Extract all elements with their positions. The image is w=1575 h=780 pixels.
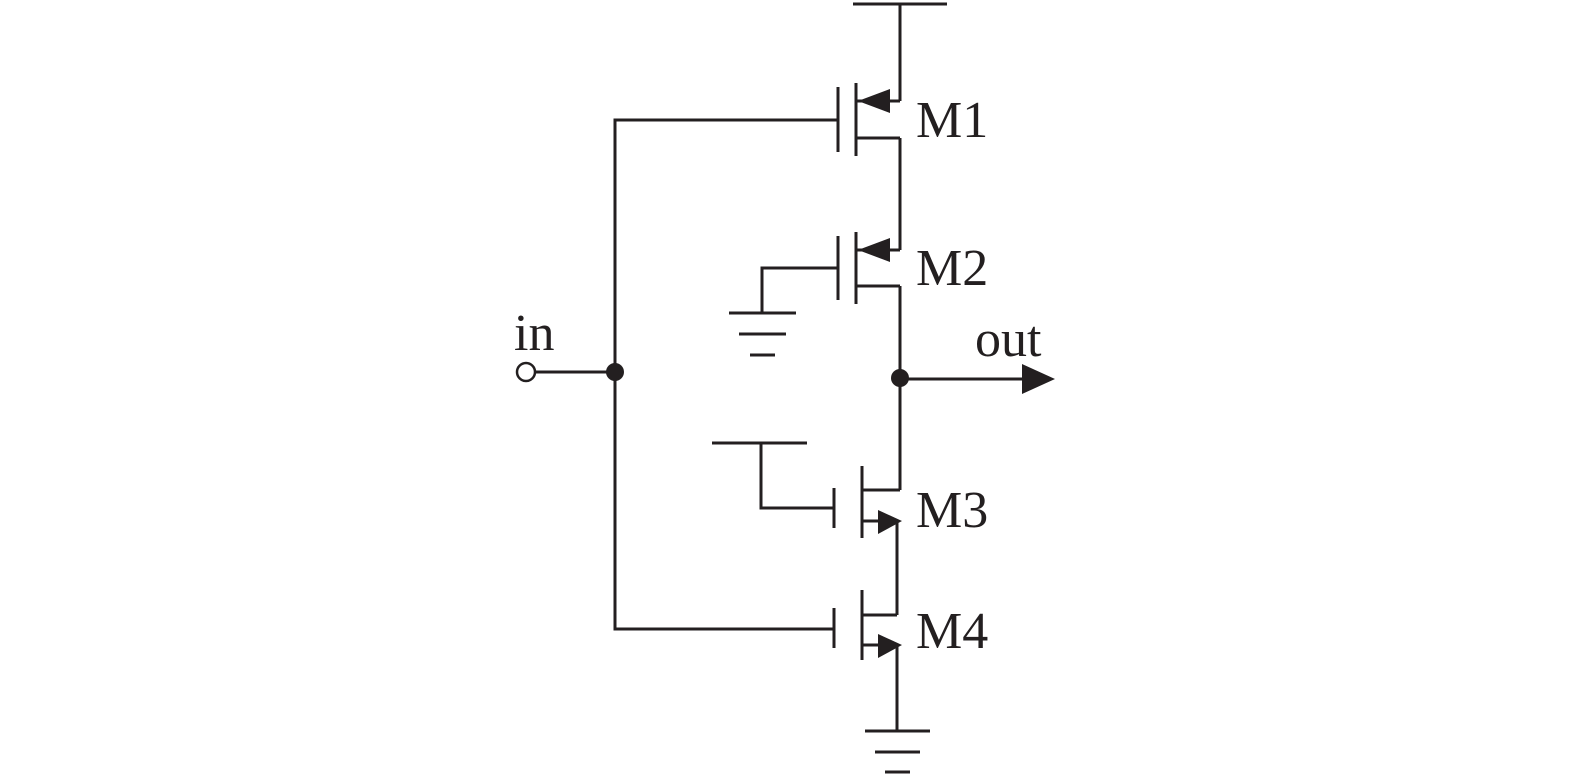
input-terminal-icon <box>515 361 537 383</box>
m4-ground <box>865 645 930 774</box>
m3-gate-rail <box>712 441 834 510</box>
m1-source-arrow <box>858 89 890 113</box>
transistor-m4: M4 <box>832 590 988 660</box>
output-arrow-icon <box>1022 364 1055 394</box>
m2-source-arrow <box>858 238 890 262</box>
transistor-m1: M1 <box>836 4 988 156</box>
m2-gate-ground <box>729 266 838 357</box>
input-to-m4-gate <box>613 372 834 631</box>
m1-label: M1 <box>916 92 988 149</box>
input-port: in <box>514 118 838 631</box>
m3-label: M3 <box>916 482 988 539</box>
transistor-m2: M2 <box>836 232 988 304</box>
transistor-m3: M3 <box>832 466 988 539</box>
m4-source-arrow <box>878 634 902 658</box>
input-label: in <box>514 305 554 362</box>
m3-source-arrow <box>878 510 902 534</box>
input-to-m1-gate <box>613 118 838 372</box>
m4-label: M4 <box>916 603 988 660</box>
output-port: out <box>891 311 1055 394</box>
m2-label: M2 <box>916 240 988 297</box>
output-label: out <box>975 311 1042 368</box>
